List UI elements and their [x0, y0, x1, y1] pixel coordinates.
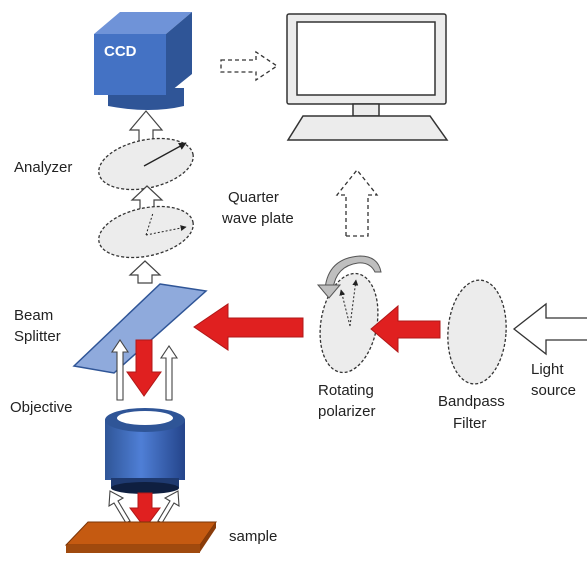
analyzer-disk [98, 137, 194, 191]
hollow-arrow-up-left [110, 339, 130, 401]
rotating-polarizer-label-line1: Rotating [318, 382, 374, 399]
rotation-arrow-icon [316, 255, 382, 299]
beam-splitter-label-line1: Beam [14, 307, 53, 324]
red-arrow-to-objective [126, 339, 162, 397]
computer-monitor [286, 13, 449, 141]
ccd-label: CCD [104, 43, 137, 60]
analyzer-label: Analyzer [14, 159, 72, 176]
red-arrow-to-polarizer [370, 304, 441, 354]
beam-splitter-label-line2: Splitter [14, 328, 61, 345]
beam-splitter-plate [72, 283, 208, 374]
hollow-arrow-reflect-left [108, 490, 131, 524]
hollow-arrow-into-quarter-wave-plate [128, 260, 162, 284]
hollow-arrow-reflect-right [157, 490, 180, 524]
quarter-wave-plate-disk [98, 205, 194, 259]
dashed-arrow-up-to-monitor [335, 168, 379, 237]
bandpass-filter-disk [447, 279, 507, 385]
light-source-label-line1: Light [531, 361, 564, 378]
light-source-label-line2: source [531, 382, 576, 399]
light-source-arrow [512, 302, 587, 356]
objective-label: Objective [10, 399, 73, 416]
sample-label: sample [229, 528, 277, 545]
dashed-arrow-ccd-to-monitor [220, 50, 279, 82]
quarter-wave-plate-label-line1: Quarter [228, 189, 279, 206]
bandpass-filter-label-line2: Filter [453, 415, 486, 432]
red-arrow-to-sample [129, 492, 161, 529]
sample-slab [64, 521, 217, 553]
ccd-camera: CCD [94, 12, 192, 110]
rotating-polarizer-label-line2: polarizer [318, 403, 376, 420]
hollow-arrow-up-right [159, 345, 179, 401]
quarter-wave-plate-label-line2: wave plate [221, 210, 294, 227]
red-arrow-to-beam-splitter [193, 303, 304, 351]
objective-lens [105, 408, 185, 494]
bandpass-filter-label-line1: Bandpass [438, 393, 505, 410]
